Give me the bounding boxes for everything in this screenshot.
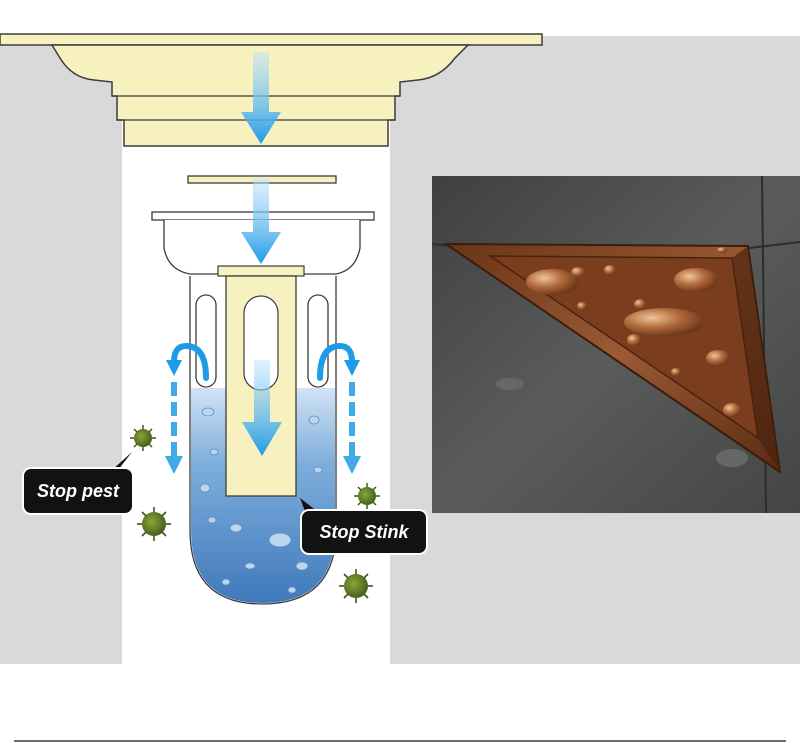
stop-pest-label: Stop pest — [24, 469, 132, 513]
background-panel-left — [0, 36, 122, 664]
triangle-drain-photo — [432, 176, 800, 513]
germ-icon — [130, 425, 156, 451]
germ-icon — [354, 483, 380, 509]
drain-flange — [0, 33, 543, 147]
curved-arrow-icon — [166, 360, 360, 376]
down-arrow-icon — [241, 52, 282, 456]
germ-icon — [137, 507, 171, 541]
curved-arrow-icon — [171, 342, 355, 381]
divider — [14, 740, 786, 742]
callout-pointer — [300, 498, 318, 514]
product-photo — [432, 176, 800, 513]
callout-pointer — [112, 452, 132, 470]
germ-icon — [339, 569, 373, 603]
down-arrow-icon — [165, 382, 361, 474]
stop-stink-label: Stop Stink — [302, 511, 426, 553]
